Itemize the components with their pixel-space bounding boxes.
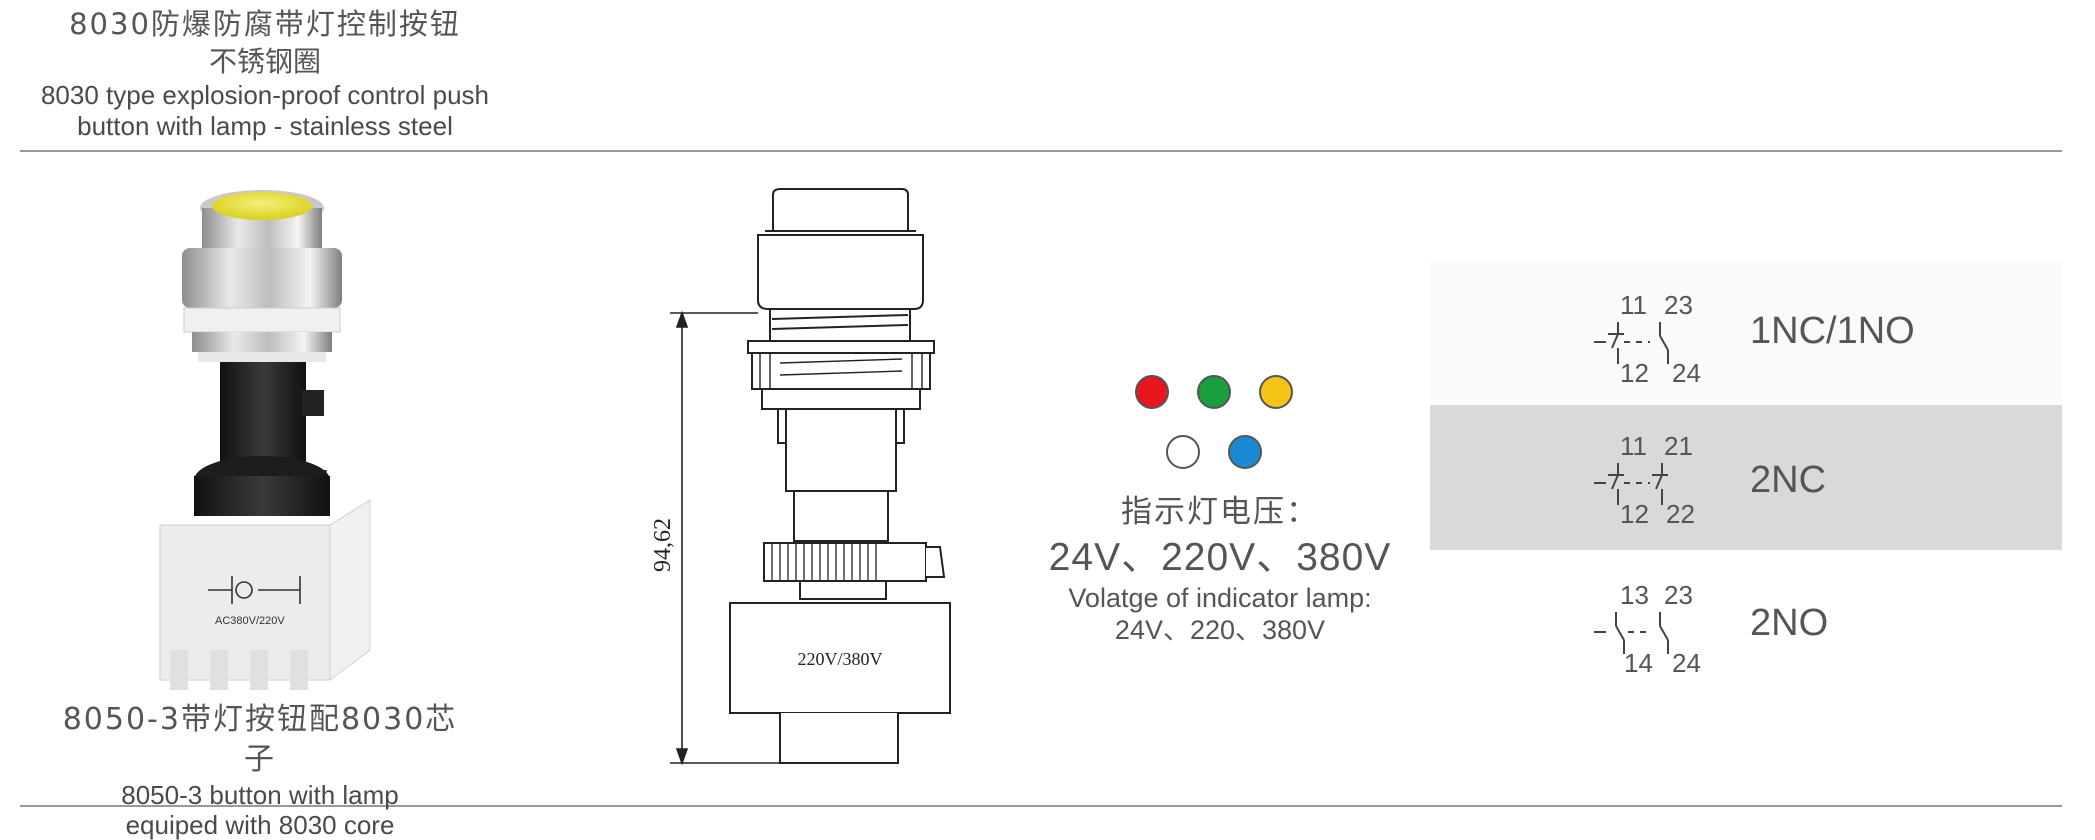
contact-row-2nc: 11 21 12 22 2NC	[1430, 405, 2062, 550]
indicator-caption: 指示灯电压： 24V、220V、380V Volatge of indicato…	[1040, 490, 1400, 646]
contact-label-2no: 2NO	[1750, 602, 1829, 644]
contact-label-2nc: 2NC	[1750, 459, 1827, 501]
contact-row-1nc1no: 11 23 12 24 1NC/1NO	[1430, 262, 2062, 402]
blue-dot	[1228, 435, 1262, 469]
contact-2-br: 22	[1666, 499, 1695, 525]
contact-1-bl: 12	[1620, 358, 1649, 384]
top-divider	[20, 150, 2062, 152]
title-cn: 8030防爆防腐带灯控制按钮	[69, 7, 461, 41]
contact-label-1nc1no: 1NC/1NO	[1750, 310, 1915, 352]
contact-row-2no: 13 23 14 24 2NO	[1430, 560, 2062, 690]
contact-3-tr: 23	[1664, 580, 1693, 610]
header: 8030防爆防腐带灯控制按钮 不锈钢圈 8030 type explosion-…	[20, 4, 510, 142]
red-dot	[1135, 375, 1169, 409]
green-dot	[1197, 375, 1231, 409]
white-dot	[1166, 435, 1200, 469]
indicator-label-cn: 指示灯电压：	[1121, 494, 1319, 530]
contact-1-tl: 11	[1620, 290, 1647, 320]
product-caption-cn: 8050-3带灯按钮配8030芯子	[62, 702, 458, 777]
contact-1-tr: 23	[1664, 290, 1693, 320]
indicator-colors	[1130, 370, 1370, 480]
indicator-voltages: 24V、220V、380V	[1048, 536, 1392, 579]
contact-symbol-2no: 13 23 14 24	[1594, 580, 1701, 674]
indicator-label-en-1: Volatge of indicator lamp:	[1068, 583, 1372, 613]
contact-row-bg-1	[1430, 262, 2062, 402]
bottom-divider	[20, 805, 2062, 807]
contact-2-tl: 11	[1620, 431, 1647, 461]
body-label: 220V/380V	[798, 649, 883, 669]
product-caption: 8050-3带灯按钮配8030芯子 8050-3 button with lam…	[50, 700, 470, 840]
contact-2-bl: 12	[1620, 499, 1649, 525]
contact-1-br: 24	[1672, 358, 1701, 384]
product-caption-en-2: equiped with 8030 core	[125, 810, 395, 840]
yellow-lens	[212, 192, 312, 220]
title-en-line2: button with lamp - stainless steel	[77, 111, 453, 141]
technical-drawing: 94,62 220V/380V	[650, 188, 951, 766]
contact-3-br: 24	[1672, 648, 1701, 674]
contact-symbol-1nc1no: 11 23 12 24	[1594, 290, 1701, 384]
title-en-line1: 8030 type explosion-proof control push	[40, 80, 490, 110]
subtitle-cn: 不锈钢圈	[208, 45, 321, 78]
contact-2-tr: 21	[1664, 431, 1693, 461]
product-caption-en-1: 8050-3 button with lamp	[121, 780, 399, 810]
yellow-dot	[1259, 375, 1293, 409]
contact-symbol-2nc: 11 21 12 22	[1594, 431, 1695, 525]
contact-3-bl: 14	[1624, 648, 1653, 674]
contact-3-tl: 13	[1620, 580, 1649, 610]
contact-row-bg-2	[1430, 405, 2062, 550]
housing-label: AC380V/220V	[215, 615, 285, 627]
product-photo: AC380V/220V	[159, 190, 371, 690]
indicator-label-en-2: 24V、220、380V	[1114, 615, 1326, 645]
dimension-label: 94,62	[650, 518, 676, 572]
